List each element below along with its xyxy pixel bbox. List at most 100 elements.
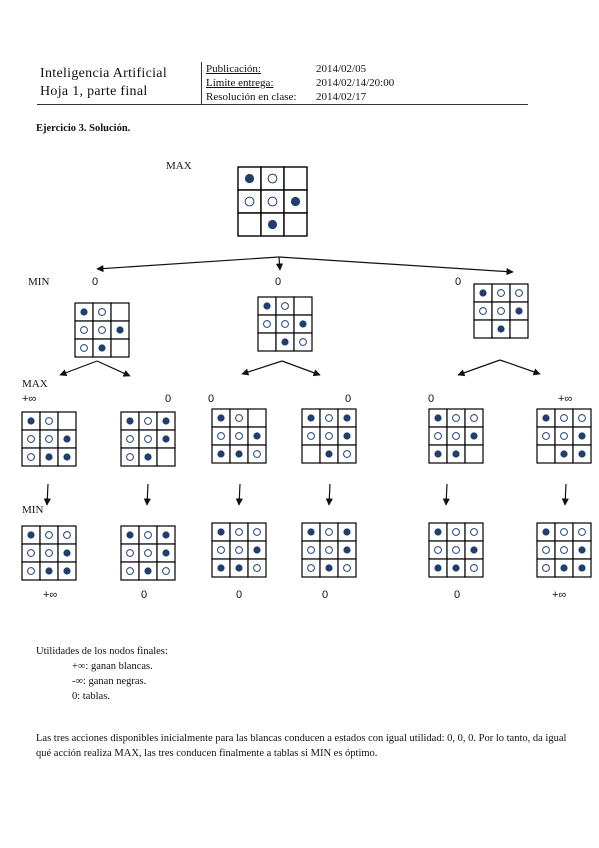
header-divider [37,104,528,105]
edge-level1-to-level2 [499,359,541,376]
black-piece [126,531,134,539]
board-cell [536,444,556,464]
black-piece [578,432,586,440]
level2-board [428,408,484,464]
level2-utility: 0 [208,393,215,405]
black-piece [434,450,442,458]
level1-utility: 0 [275,276,282,288]
level2-utility: 0 [165,393,172,405]
game-tree [21,166,592,581]
white-piece [307,564,315,572]
white-piece [434,432,442,440]
black-piece [578,450,586,458]
board-cell [156,447,176,467]
white-piece [253,564,261,572]
level1-utility: 0 [92,276,99,288]
level3-label: MIN [22,504,44,516]
black-piece [253,546,261,554]
black-piece [253,432,261,440]
black-piece [217,564,225,572]
black-piece [162,435,170,443]
white-piece [281,320,289,328]
black-piece [560,450,568,458]
black-piece [235,450,243,458]
white-piece [217,546,225,554]
white-piece [80,326,88,334]
white-piece [479,307,487,315]
level3-board [428,522,484,578]
white-piece [325,414,333,422]
black-piece [515,307,523,315]
black-piece [235,564,243,572]
white-piece [452,546,460,554]
white-piece [343,450,351,458]
edge-level2-to-level3 [442,483,450,506]
level3-board [21,525,77,581]
white-piece [235,528,243,536]
level2-board [120,411,176,467]
white-piece [452,432,460,440]
white-piece [27,453,35,461]
black-piece [343,432,351,440]
board-cell [473,319,493,339]
black-piece [470,546,478,554]
black-piece [497,325,505,333]
white-piece [267,173,278,184]
level1-utility: 0 [455,276,462,288]
course-title: Inteligencia Artificial [40,66,168,81]
leaf-utility: 0 [322,589,329,601]
white-piece [126,435,134,443]
white-piece [45,435,53,443]
black-piece [267,219,278,230]
black-piece [343,528,351,536]
black-piece [343,414,351,422]
white-piece [126,453,134,461]
white-piece [470,564,478,572]
black-piece [98,344,106,352]
white-piece [497,289,505,297]
white-piece [470,528,478,536]
white-piece [98,308,106,316]
black-piece [63,549,71,557]
black-piece [162,549,170,557]
root-board [237,166,308,237]
board-cell [110,338,130,358]
black-piece [434,528,442,536]
level1-board [74,302,130,358]
black-piece [144,453,152,461]
white-piece [281,302,289,310]
black-piece [162,417,170,425]
black-piece [244,173,255,184]
tree-boards [21,166,592,581]
white-piece [45,549,53,557]
white-piece [343,564,351,572]
class-resolution-date: 2014/02/17 [316,91,367,103]
white-piece [217,432,225,440]
edge-level1-to-level2 [59,360,98,377]
edge-level1-to-level2 [241,360,283,376]
white-piece [542,564,550,572]
leaf-utility: +∞ [43,589,58,601]
deadline-label: Límite entrega: [206,77,274,89]
white-piece [244,196,255,207]
white-piece [452,528,460,536]
board-cell [283,166,308,191]
white-piece [253,528,261,536]
black-piece [63,435,71,443]
level2-board [21,411,77,467]
board-cell [293,296,313,316]
white-piece [299,338,307,346]
black-piece [307,528,315,536]
black-piece [452,450,460,458]
level2-utility: +∞ [558,393,573,405]
black-piece [27,531,35,539]
black-piece [560,564,568,572]
edge-root-to-level1 [278,256,514,276]
black-piece [126,417,134,425]
black-piece [470,432,478,440]
white-piece [307,546,315,554]
level2-board [301,408,357,464]
leaf-utility: 0 [141,589,148,601]
leaf-utility: 0 [236,589,243,601]
edge-level1-to-level2 [96,360,131,377]
